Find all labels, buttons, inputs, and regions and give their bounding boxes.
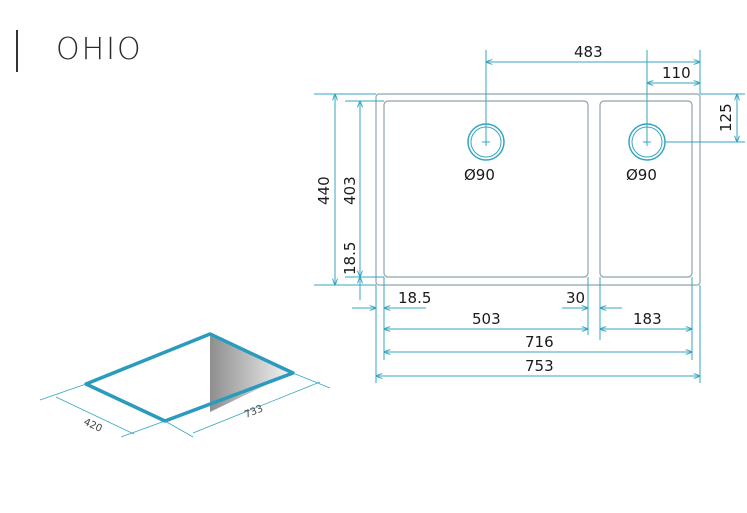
dim-125: 125 [717,103,735,132]
product-title: OHIO [56,32,143,67]
drain-right-label: Ø90 [626,166,657,184]
dim-440: 440 [315,176,333,205]
dim-483: 483 [574,43,603,61]
iso-dimension-lines [39,372,331,438]
iso-inner-wall [210,336,291,412]
iso-dim-420: 420 [82,417,104,435]
dim-183: 183 [633,310,662,328]
dim-753: 753 [525,357,554,375]
dim-503: 503 [472,310,501,328]
dim-403: 403 [341,176,359,205]
dim-18-5-vertical: 18.5 [341,242,359,275]
title-accent-bar [16,30,18,72]
dimension-lines [314,50,745,383]
dim-18-5-horizontal: 18.5 [398,289,431,307]
dim-30: 30 [566,289,585,307]
drain-left-label: Ø90 [464,166,495,184]
iso-dim-733: 733 [243,403,265,420]
dim-110: 110 [662,64,691,82]
sink-outer-rim [375,93,701,286]
sink-top-view [375,93,701,286]
dim-716: 716 [525,333,554,351]
small-bowl [599,100,693,278]
